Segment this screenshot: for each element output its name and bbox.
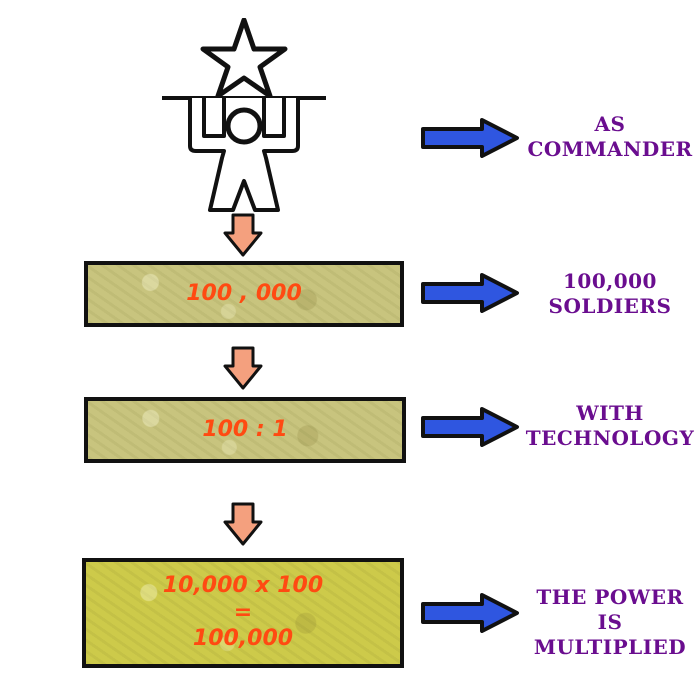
box-text-line: 10,000 x 100 xyxy=(162,573,324,599)
right-arrow-icon xyxy=(420,407,520,447)
star-icon xyxy=(200,17,288,99)
right-arrow-icon xyxy=(420,273,520,313)
label-line: COMMANDER xyxy=(527,137,693,161)
box-text-line: 100 : 1 xyxy=(202,416,288,442)
soldiers-label: 100,000 SOLDIERS xyxy=(520,269,700,319)
technology-label: WITH TECHNOLOGY xyxy=(520,401,700,451)
box-text-line: 100 , 000 xyxy=(186,280,302,306)
label-line: THE POWER xyxy=(536,585,684,609)
soldiers-count-box: 100 , 000 xyxy=(84,261,404,327)
down-arrow-icon xyxy=(223,502,263,546)
down-arrow-icon xyxy=(223,213,263,257)
right-arrow-icon xyxy=(420,118,520,158)
down-arrow-icon xyxy=(223,346,263,390)
commander-figure-icon xyxy=(160,17,328,213)
power-multiplied-box: 10,000 x 100 = 100,000 xyxy=(82,558,404,668)
box-text-line: 100,000 xyxy=(192,626,294,652)
commander-label: AS COMMANDER xyxy=(520,112,700,162)
power-multiplied-label: THE POWER IS MULTIPLIED xyxy=(520,585,700,660)
label-line: MULTIPLIED xyxy=(533,635,687,659)
label-line: SOLDIERS xyxy=(548,294,672,318)
technology-ratio-box: 100 : 1 xyxy=(84,397,406,463)
right-arrow-icon xyxy=(420,593,520,633)
box-text-line: = xyxy=(233,599,253,625)
label-line: TECHNOLOGY xyxy=(525,426,695,450)
label-line: AS xyxy=(594,112,626,136)
label-line: IS xyxy=(597,610,623,634)
label-line: WITH xyxy=(576,401,644,425)
label-line: 100,000 xyxy=(563,269,657,293)
